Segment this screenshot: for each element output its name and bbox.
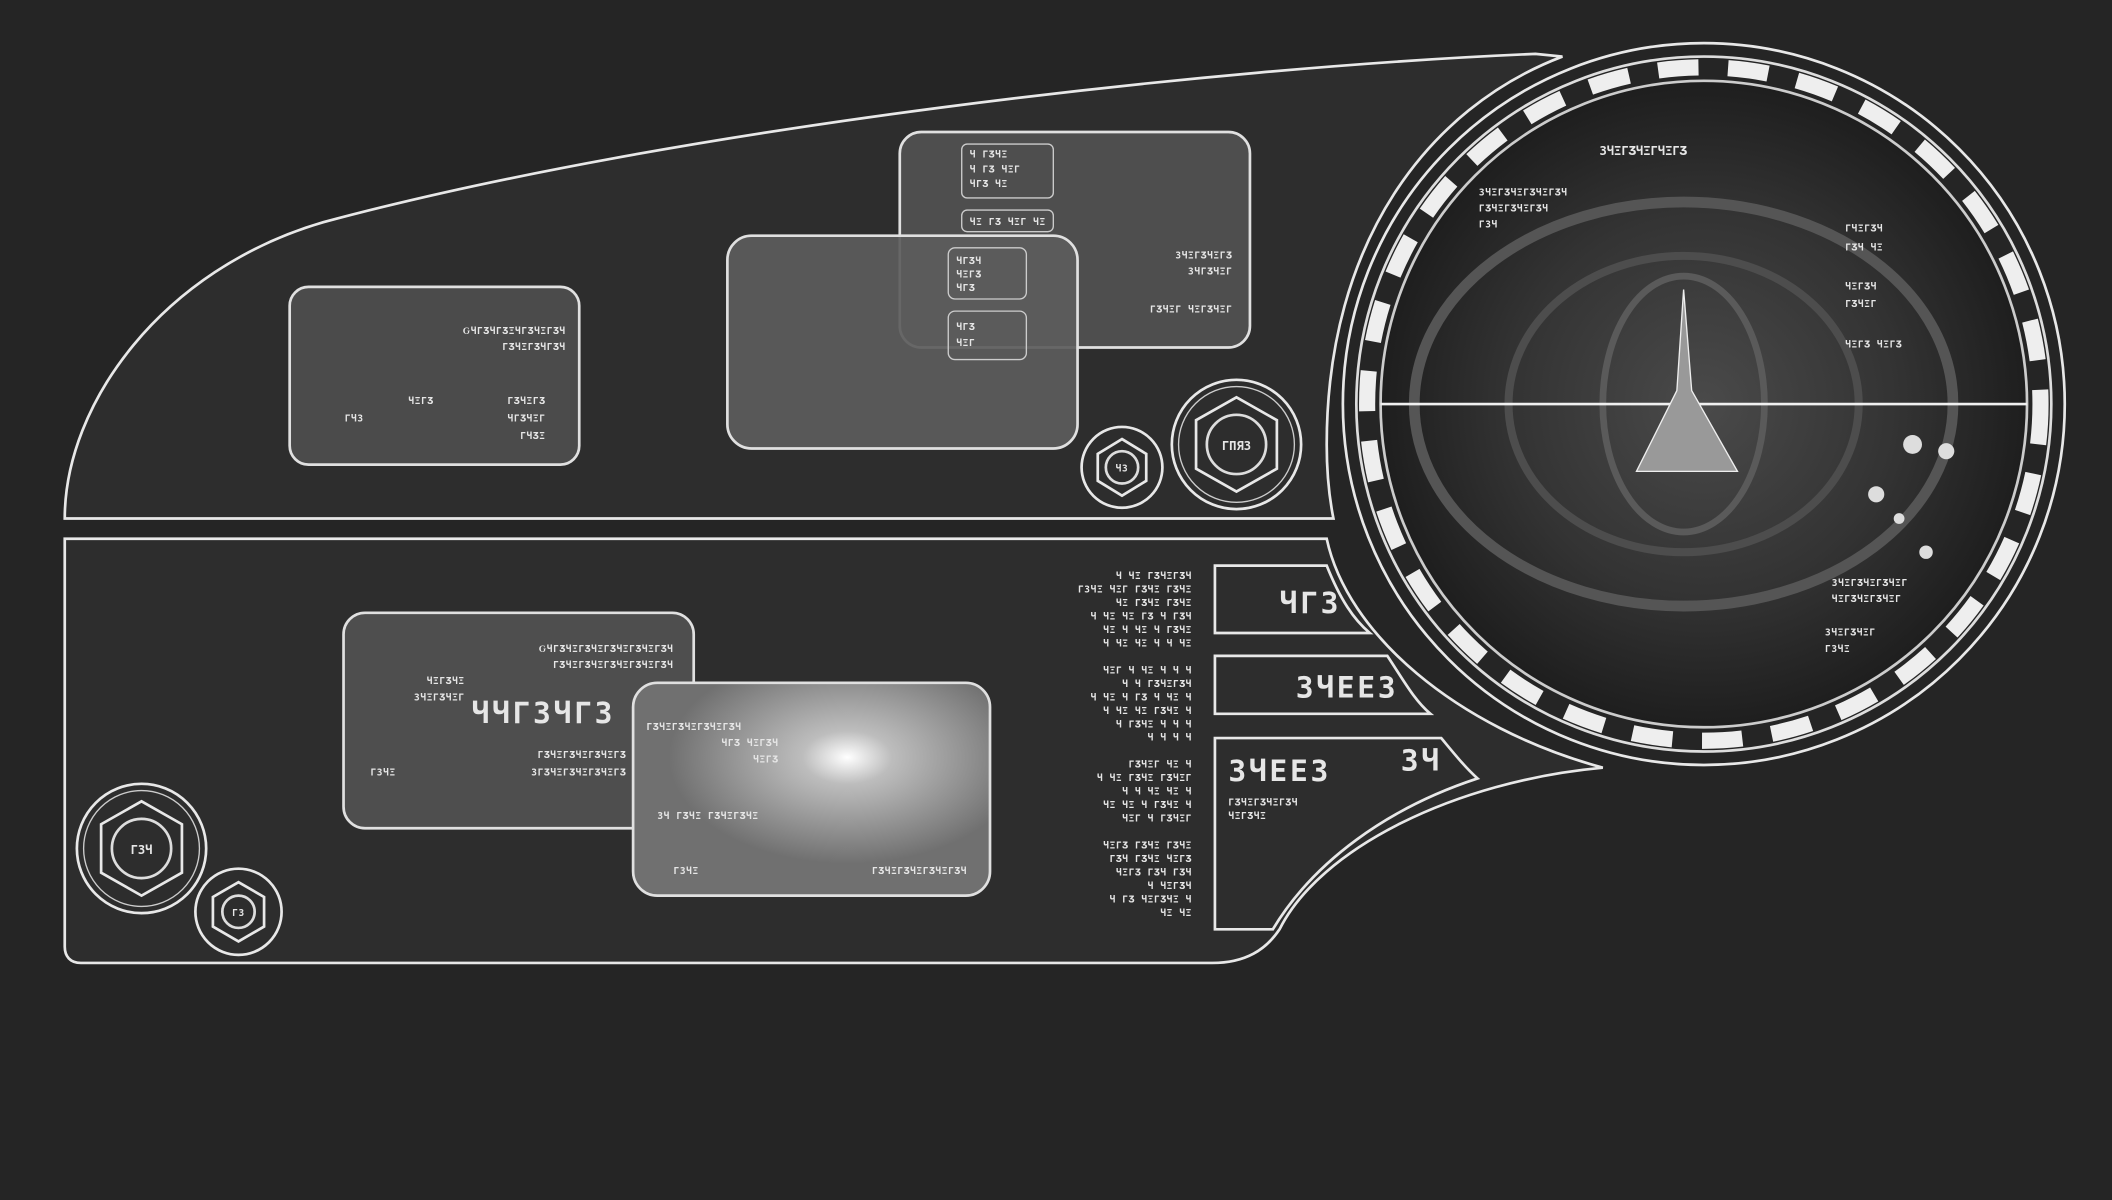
ship-icon bbox=[1635, 289, 1739, 473]
card-text: ЗЧΞГƷЧΞГ bbox=[414, 692, 465, 703]
card-text: ГƷЧΞГƷЧГƷЧ bbox=[502, 342, 565, 353]
radar-scope[interactable]: ЗЧΞГƷЧΞГЧΞГƷ ЗЧΞГƷЧΞГƷЧΞГƷЧ ГƷЧΞГƷЧΞГƷЧ … bbox=[1341, 41, 2067, 767]
column-text-line: Ч ГƷЧΞ Ч Ч Ч bbox=[1116, 719, 1192, 730]
hex-button-small-lower[interactable]: ГЗ bbox=[194, 867, 283, 957]
tab-subtext: ЧΞГƷЧΞ bbox=[1228, 811, 1266, 822]
column-text-line: ЧΞГƷ ГƷЧΞ ГƷЧΞ bbox=[1103, 840, 1192, 851]
tab-label: ЧГЗ bbox=[1280, 586, 1342, 620]
scope-title: ЗЧΞГƷЧΞГЧΞГƷ bbox=[1599, 144, 1687, 158]
code-text: ЧΞ ГƷ ЧΞГ ЧΞ bbox=[970, 217, 1046, 228]
card-value: ГƷЧΞГƷ bbox=[508, 396, 546, 407]
column-text-line: Ч ЧΞ ЧΞ Ч Ч ЧΞ bbox=[1103, 638, 1192, 649]
scope-text: ГƷЧΞГ bbox=[1845, 299, 1877, 310]
card-label: ГЗЧΞ bbox=[370, 768, 395, 779]
scope-text: ГƷЧΞГƷЧΞГƷЧ bbox=[1479, 203, 1549, 214]
info-card-lower-left[interactable]: ԌЧГƷЧΞГƷЧΞГƷЧΞГƷЧΞГƷЧ ГƷЧΞГƷЧΞГƷЧΞГƷЧΞГƷ… bbox=[342, 611, 696, 830]
data-column-text: Ч ЧΞ ГƷЧΞГƷЧ ГЗЧΞ ЧΞГ ГƷЧΞ ГƷЧΞ ЧΞ ГƷЧΞ ГƷ… bbox=[1078, 571, 1192, 919]
column-text-line: ЧΞ Ч ЧΞ Ч ГƷЧΞ bbox=[1103, 625, 1192, 636]
column-text-line: Ч ГƷ ЧΞГƷЧΞ Ч bbox=[1110, 894, 1192, 905]
column-text-line: Ч ЧΞ ЧΞ ГƷЧΞ Ч bbox=[1103, 706, 1192, 717]
scope-text: ЧΞГƷ ЧΞГƷ bbox=[1845, 339, 1902, 350]
tab-3[interactable]: ЗЧЕЕЗ ЗЧ ГƷЧΞГƷЧΞГƷЧ ЧΞГƷЧΞ bbox=[1213, 736, 1481, 931]
hex-button-label: ГЗЧ bbox=[131, 843, 153, 857]
card-text: ГƷЧΞГƷЧΞГƷЧΞГƷЧΞГƷЧ bbox=[553, 660, 673, 671]
scope-text: ГƷЧ ЧΞ bbox=[1845, 243, 1883, 254]
code-text: ЧГƷ bbox=[956, 322, 975, 333]
hex-button-label: ГЗ bbox=[232, 908, 245, 919]
column-text-line: Ч ЧΞ ГƷЧΞ ГƷЧΞГ bbox=[1097, 773, 1192, 784]
card-text: ԌЧГƷЧΞГƷЧΞГƷЧΞГƷЧΞГƷЧ bbox=[539, 644, 674, 655]
card-text: ЧГƷ ЧΞГƷЧ bbox=[722, 738, 779, 749]
column-text-line: ЧΞГ Ч ГƷЧΞГ bbox=[1122, 814, 1192, 825]
tab-1[interactable]: ЧГЗ bbox=[1213, 564, 1374, 635]
card-text: ЧΞГƷ bbox=[753, 754, 778, 765]
tab-badge: ЗЧ bbox=[1401, 743, 1442, 777]
hex-button-label: ГПЯЗ bbox=[1222, 439, 1251, 453]
card-title: ЧЧГЗЧГЗ bbox=[471, 696, 615, 730]
column-text-line: Ч Ч ГƷЧΞГƷЧ bbox=[1122, 679, 1192, 690]
tab-label: ЗЧЕЕЗ bbox=[1228, 754, 1331, 788]
card-text: ЧΞГƷЧΞ bbox=[427, 676, 465, 687]
column-text-line: ЧΞ ГƷЧΞ ГƷЧΞ bbox=[1116, 598, 1192, 609]
card-value: ГƷЧΞГƷЧΞГƷЧΞГƷЧ bbox=[872, 866, 967, 877]
column-text-line: Ч Ч Ч Ч bbox=[1148, 733, 1192, 744]
card-text: ЗЧГƷЧΞГ bbox=[1188, 267, 1232, 278]
tab-2[interactable]: ЗЧЕЕЗ bbox=[1213, 654, 1435, 716]
card-label: ГЧЗ bbox=[345, 414, 364, 425]
tab-label: ЗЧЕЕЗ bbox=[1296, 671, 1399, 705]
info-card-front[interactable]: ЧГƷЧ ЧΞГƷ ЧГƷ ЧГƷ ЧΞГ bbox=[726, 234, 1079, 450]
scope-text: ЧΞГƷЧ bbox=[1845, 282, 1877, 293]
card-text: ГƷЧΞГƷЧΞГƷЧΞГƷЧ bbox=[647, 722, 742, 733]
column-text-line: ЧΞГƷ ГƷЧ ГƷЧ bbox=[1116, 867, 1192, 878]
tab-subtext: ГƷЧΞГƷЧΞГƷЧ bbox=[1228, 797, 1298, 808]
card-text: ЗГƷЧΞГƷЧΞГƷЧΞГƷ bbox=[531, 768, 626, 779]
card-value: ЧГƷЧΞГ bbox=[508, 414, 546, 425]
column-text-line: Ч ЧΞГƷЧ bbox=[1148, 881, 1192, 892]
code-text: ЧГƷЧ bbox=[956, 256, 981, 267]
column-text-line: Ч ЧΞ Ч ГƷ Ч ЧΞ Ч bbox=[1091, 692, 1192, 703]
scope-text: ГЧΞГƷЧ bbox=[1845, 224, 1883, 235]
card-text: ЗЧ ГƷЧΞ ГƷЧΞГƷЧΞ bbox=[657, 811, 758, 822]
column-text-line: ЧΞ ЧΞ bbox=[1160, 908, 1192, 919]
scope-text: ГЗЧ bbox=[1479, 220, 1498, 231]
hex-button-label: ЧЗ bbox=[1116, 463, 1129, 474]
scope-text: ЗЧΞГƷЧΞГƷЧΞГƷЧ bbox=[1479, 187, 1568, 198]
scope-dash-ring bbox=[1359, 59, 2049, 749]
hex-button-large-upper[interactable]: ГПЯЗ bbox=[1170, 378, 1303, 511]
code-text: ЧΞГ bbox=[956, 338, 975, 349]
card-label: ГЗЧΞ bbox=[674, 866, 699, 877]
code-text: ЧГƷ ЧΞ bbox=[970, 179, 1008, 190]
column-text-line: ЧΞ ЧΞ Ч ГƷЧΞ Ч bbox=[1103, 800, 1192, 811]
card-text: ГƷЧΞГ ЧΞГƷЧΞГ bbox=[1150, 304, 1232, 315]
column-text-line: ГЗЧΞ ЧΞГ ГƷЧΞ ГƷЧΞ bbox=[1078, 585, 1192, 596]
column-text-line: Ч ЧΞ ЧΞ ГƷ Ч ГƷЧ bbox=[1091, 612, 1192, 623]
scope-text: ЗЧΞГƷЧΞГ bbox=[1825, 628, 1876, 639]
column-text-line: Ч Ч ЧΞ ЧΞ Ч bbox=[1122, 787, 1192, 798]
column-text-line: ГƷЧ ГƷЧΞ ЧΞГƷ bbox=[1110, 854, 1192, 865]
code-text: Ч ГƷ ЧΞГ bbox=[970, 164, 1021, 175]
hex-button-large-lower[interactable]: ГЗЧ bbox=[75, 782, 208, 915]
scope-text: ЧΞГƷЧΞГƷЧΞГ bbox=[1832, 594, 1902, 605]
info-card-upper-left[interactable]: ԌЧГƷЧГƷΞЧГƷЧΞГƷЧ ГƷЧΞГƷЧГƷЧ ЧΞГƷ ГƷЧΞГƷ … bbox=[288, 285, 581, 466]
card-value: ГЧƷΞ bbox=[520, 431, 545, 442]
card-label: ЧΞГƷ bbox=[408, 396, 433, 407]
hex-button-small-upper[interactable]: ЧЗ bbox=[1080, 425, 1164, 510]
column-text-line: ГƷЧΞГ ЧΞ Ч bbox=[1129, 760, 1192, 771]
code-text: ЧГƷ bbox=[956, 283, 975, 294]
scope-text: ЗЧΞГƷЧΞГƷЧΞГ bbox=[1832, 578, 1908, 589]
code-text: Ч ГƷЧΞ bbox=[970, 150, 1008, 161]
column-text-line: ЧΞГ Ч ЧΞ Ч Ч Ч bbox=[1103, 665, 1192, 676]
scope-text: ГЗЧΞ bbox=[1825, 644, 1850, 655]
code-text: ЧΞГƷ bbox=[956, 269, 981, 280]
column-text-line: Ч ЧΞ ГƷЧΞГƷЧ bbox=[1116, 571, 1192, 582]
card-text: ԌЧГƷЧГƷΞЧГƷЧΞГƷЧ bbox=[463, 326, 566, 337]
cluster-icon bbox=[1868, 435, 1955, 559]
card-text: ЗЧΞГƷЧΞГƷ bbox=[1175, 251, 1232, 262]
info-card-lower-bright[interactable]: ГƷЧΞГƷЧΞГƷЧΞГƷЧ ЧГƷ ЧΞГƷЧ ЧΞГƷ ЗЧ ГƷЧΞ Г… bbox=[631, 681, 992, 897]
card-text: ГƷЧΞГƷЧΞГƷЧΞГƷ bbox=[538, 750, 627, 761]
